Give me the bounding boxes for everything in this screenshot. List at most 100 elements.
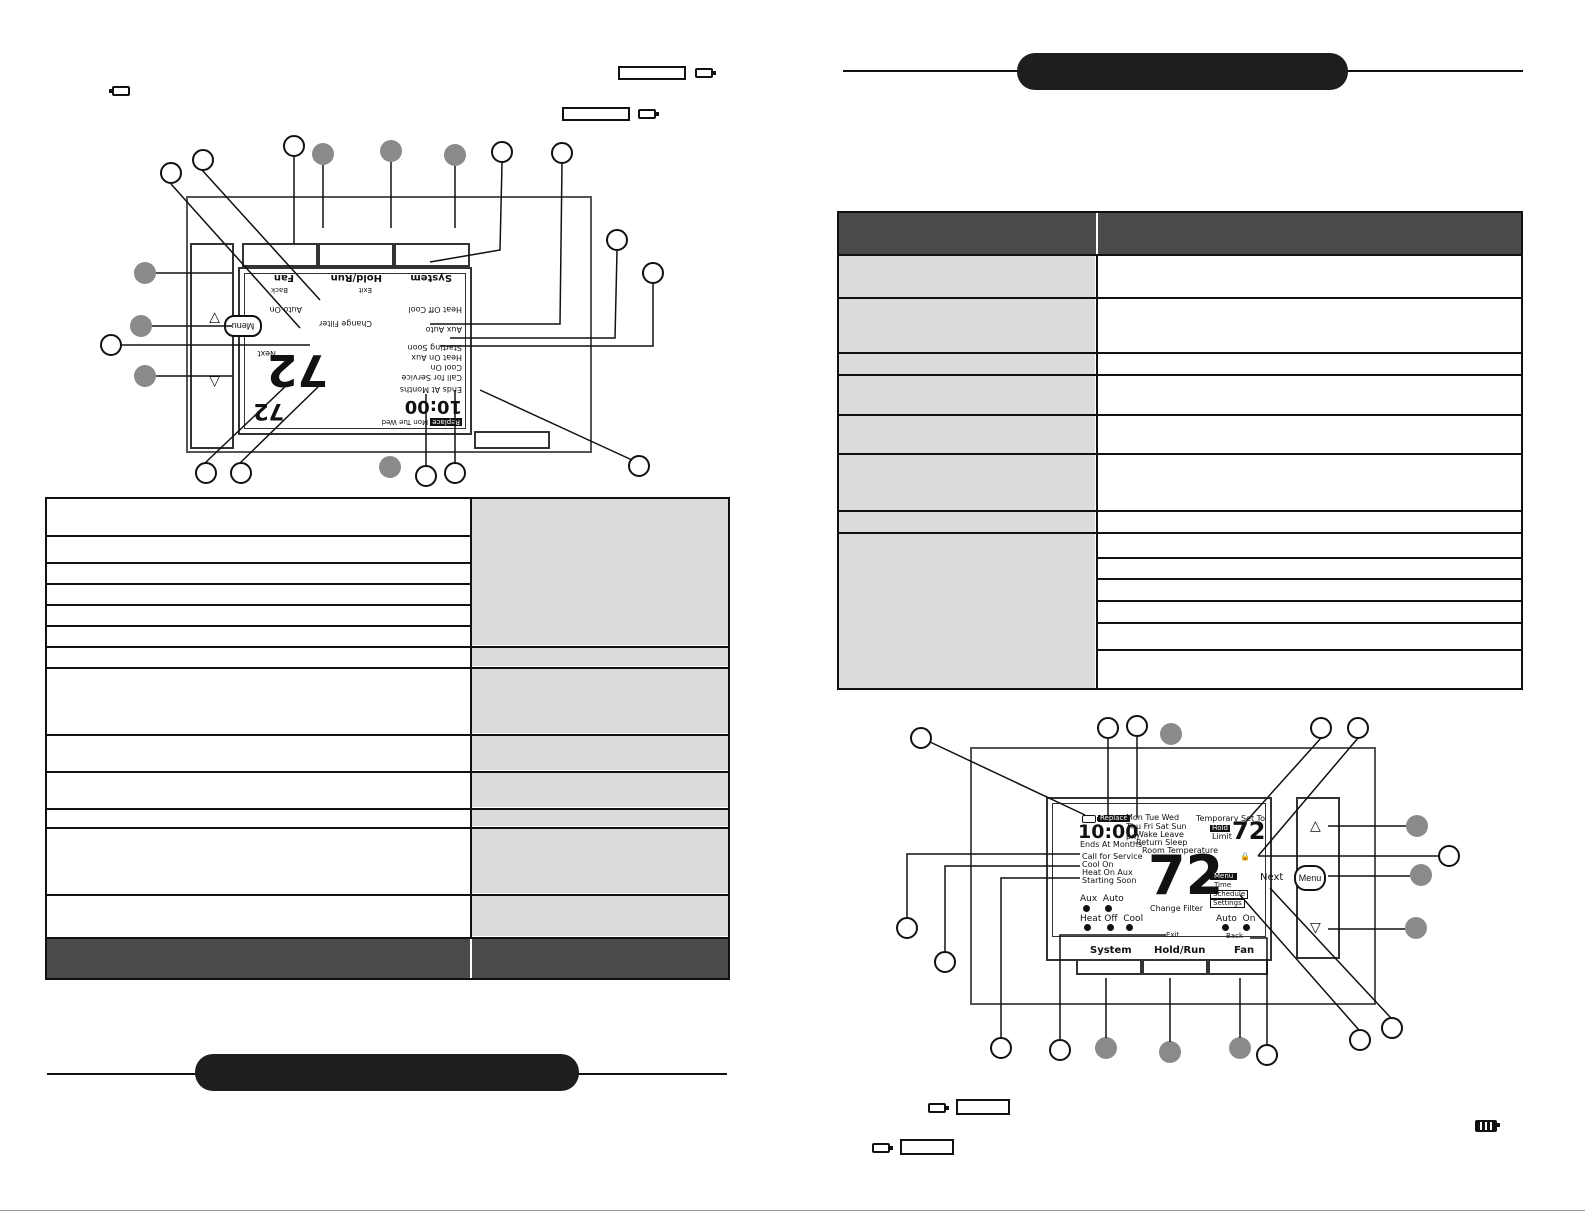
hold-run-label: Hold/Run (1154, 945, 1206, 956)
cool-on-label: Cool On (1082, 860, 1114, 869)
off-dot (1107, 924, 1114, 931)
fan-auto-dot (1222, 924, 1229, 931)
lock-icon: 🔒 (1240, 852, 1250, 861)
right-table-header (839, 213, 1521, 254)
callout-marker (1381, 1017, 1403, 1039)
hold-indicator: Hold (1210, 824, 1230, 832)
callout-marker (642, 262, 664, 284)
right-table-gray-cell (839, 416, 1095, 453)
left-table-gray-cell (472, 736, 728, 770)
right-table-gray-cell (839, 534, 1095, 688)
callout-marker (1126, 715, 1148, 737)
battery-icon (695, 68, 716, 78)
limit-label: Limit (1212, 832, 1232, 841)
replace-indicator: Replace (1098, 814, 1130, 822)
change-filter-label: Change Filter (1150, 904, 1203, 913)
return-sleep-label: Return Sleep (1136, 838, 1188, 847)
callout-dot (1159, 1041, 1181, 1063)
callout-dot (130, 315, 152, 337)
left-table-gray-cell (472, 829, 728, 893)
blank-label-box (956, 1099, 1010, 1115)
callout-marker (910, 727, 932, 749)
callout-dot (1405, 917, 1427, 939)
back-label: Back (1226, 932, 1243, 940)
battery-icon (928, 1103, 949, 1113)
callout-dot (1406, 815, 1428, 837)
down-arrow-icon[interactable]: ▽ (1310, 919, 1321, 935)
left-table-gray-cell (472, 669, 728, 733)
left-table-gray-cell (472, 648, 728, 666)
blank-label-box (900, 1139, 954, 1155)
callout-marker (1097, 717, 1119, 739)
menu-item-settings: Settings (1210, 899, 1245, 908)
callout-marker (551, 142, 573, 164)
exit-label: Exit (1166, 931, 1180, 939)
room-temperature-label: Room Temperature (1142, 846, 1218, 855)
callout-dot (134, 262, 156, 284)
right-table-gray-cell (839, 354, 1095, 374)
celsius-label: c (1208, 864, 1213, 874)
callout-marker (628, 455, 650, 477)
callout-marker (491, 141, 513, 163)
aux-auto-label: Aux Auto (1080, 894, 1124, 904)
days-row-2: Thu Fri Sat Sun (1126, 822, 1187, 831)
section-title-pill (195, 1054, 579, 1091)
menu-item-schedule: Schedule (1210, 890, 1249, 899)
left-table-gray-cell (472, 896, 728, 936)
callout-marker (606, 229, 628, 251)
callout-dot (312, 143, 334, 165)
days-row-1: Mon Tue Wed (1126, 813, 1180, 822)
left-table (45, 497, 730, 980)
degree-symbol: o (1208, 854, 1215, 865)
callout-marker (1349, 1029, 1371, 1051)
right-table (837, 211, 1523, 690)
aux-dot (1083, 905, 1090, 912)
callout-marker (283, 135, 305, 157)
heat-on-aux-label: Heat On Aux (1082, 868, 1133, 877)
set-temperature-display: 72 (1232, 817, 1266, 845)
hold-run-button[interactable] (1142, 959, 1208, 975)
menu-item-time: Time (1214, 881, 1232, 889)
clock-display: 10:00 (1078, 821, 1139, 843)
battery-icon (638, 109, 659, 119)
blank-label-box (562, 107, 630, 121)
fan-label: Fan (1234, 945, 1255, 956)
left-table-gray-cell (472, 810, 728, 826)
fan-on-dot (1243, 924, 1250, 931)
auto-dot (1105, 905, 1112, 912)
callout-dot (1229, 1037, 1251, 1059)
callout-marker (1438, 845, 1460, 867)
callout-dot (1160, 723, 1182, 745)
callout-dot (444, 144, 466, 166)
callout-dot (134, 365, 156, 387)
system-button[interactable] (1076, 959, 1142, 975)
heat-off-cool-label: Heat Off Cool (1080, 914, 1144, 924)
menu-item-menu: Menu (1210, 873, 1238, 880)
call-for-service-label: Call for Service (1082, 852, 1143, 861)
system-label: System (1090, 945, 1132, 956)
ends-at-months-label: Ends At Months (1080, 840, 1143, 849)
heat-dot (1084, 924, 1091, 931)
lcd-screen (1052, 803, 1266, 937)
blank-label-box (618, 66, 686, 80)
battery-full-icon (1475, 1120, 1500, 1132)
callout-dot (1410, 864, 1432, 886)
page-bottom-rule (0, 1210, 1585, 1211)
next-label: Next (1260, 872, 1284, 883)
right-table-gray-cell (839, 512, 1095, 532)
callout-dot (379, 456, 401, 478)
right-table-gray-cell (839, 376, 1095, 414)
starting-soon-label: Starting Soon (1082, 876, 1137, 885)
callout-dot (1095, 1037, 1117, 1059)
section-title-pill (1017, 53, 1348, 90)
callout-dot (380, 140, 402, 162)
fan-auto-on-label: Auto On (1216, 914, 1256, 924)
cool-dot (1126, 924, 1133, 931)
battery-icon (872, 1143, 893, 1153)
thermostat-diagram: △ ▽ Menu Replace Mon Tue Wed Thu Fri Sat… (970, 747, 1376, 1005)
up-arrow-icon[interactable]: △ (1310, 817, 1321, 833)
wake-leave-label: Wake Leave (1136, 830, 1184, 839)
menu-button[interactable]: Menu (1294, 865, 1326, 891)
pm-indicator: pm (1126, 832, 1139, 841)
